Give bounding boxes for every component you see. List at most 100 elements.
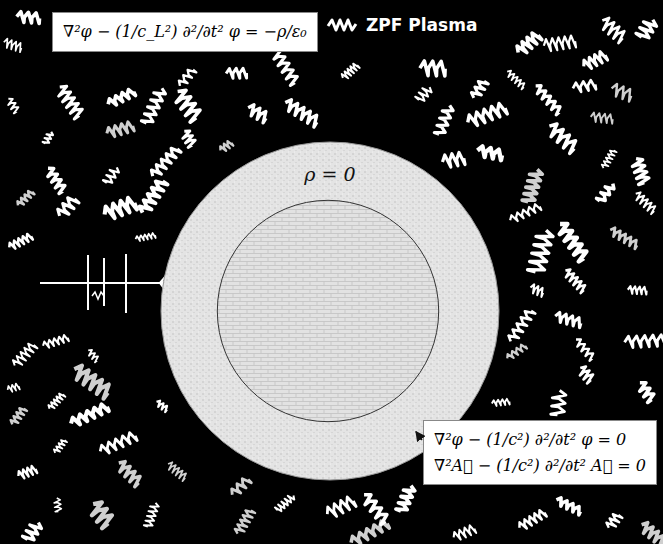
zpf-squiggle: [106, 88, 135, 109]
zpf-squiggle: [87, 499, 115, 528]
plasma-icon: [328, 20, 356, 30]
inner-core: [217, 200, 438, 421]
zpf-squiggle: [70, 363, 112, 399]
zpf-squiggle: [282, 98, 320, 127]
zpf-squiggle: [54, 83, 84, 119]
zpf-squiggle: [505, 343, 527, 361]
zpf-squiggles: [2, 11, 663, 544]
zpf-squiggle: [98, 431, 137, 456]
zpf-squiggle: [16, 189, 35, 207]
zpf-squiggle: [507, 308, 536, 344]
zpf-squiggle: [5, 97, 19, 114]
zpf-squiggle: [576, 365, 594, 384]
zpf-squiggle: [505, 69, 526, 89]
zpf-squiggle: [144, 502, 160, 528]
zpf-squiggle: [44, 166, 67, 194]
wave-equation: ∇²A⃗ − (1/c²) ∂²/∂t² A⃗ = 0: [434, 453, 646, 479]
zpf-squiggle: [8, 233, 33, 251]
zpf-squiggle: [149, 145, 181, 179]
zpf-squiggle: [573, 337, 595, 361]
zpf-squiggle: [270, 47, 300, 86]
zpf-squiggle: [86, 348, 100, 362]
zpf-squiggle: [533, 83, 563, 115]
zpf-squiggle: [605, 512, 622, 531]
zpf-squiggle: [180, 129, 197, 148]
zpf-squiggle: [543, 35, 576, 53]
zpf-squiggle: [16, 11, 40, 23]
zpf-squiggle: [608, 226, 639, 249]
zpf-squiggle: [218, 140, 233, 153]
zpf-squiggle: [9, 406, 27, 426]
zpf-squiggle: [22, 519, 43, 542]
zpf-squiggle: [517, 509, 547, 532]
vacuum-equation-box: ∇²φ − (1/c²) ∂²/∂t² φ = 0∇²A⃗ − (1/c²) ∂…: [423, 420, 657, 485]
zpf-squiggle: [434, 104, 454, 136]
zpf-squiggle: [555, 220, 589, 262]
zpf-squiggle: [527, 228, 554, 274]
zpf-squiggle: [529, 284, 545, 297]
zpf-squiggle: [165, 461, 187, 482]
zpf-squiggle: [54, 498, 62, 512]
zpf-squiggle: [43, 130, 54, 144]
wave-equation: ∇²φ − (1/c_L²) ∂²/∂t² φ = −ρ/ε₀: [63, 19, 307, 45]
zpf-squiggle: [581, 50, 608, 71]
zpf-squiggle: [2, 38, 22, 52]
region-title: ZPF Plasma: [366, 15, 477, 35]
source-equation-box: ∇²φ − (1/c_L²) ∂²/∂t² φ = −ρ/ε₀: [52, 12, 318, 52]
zpf-squiggle: [636, 380, 656, 403]
zpf-squiggle: [102, 196, 137, 221]
zpf-squiggle: [609, 83, 633, 102]
zpf-squiggle: [470, 79, 489, 101]
zpf-squiggle: [598, 16, 627, 43]
zpf-squiggle: [522, 168, 543, 204]
region-label: ρ = 0: [160, 163, 500, 185]
zpf-squiggle: [554, 311, 582, 328]
zpf-squiggle: [42, 334, 69, 350]
zpf-squiggle: [633, 190, 657, 214]
zpf-squiggle: [69, 403, 109, 428]
zpf-squiggle: [115, 459, 143, 487]
zpf-squiggle: [415, 84, 433, 103]
zpf-squiggle: [340, 62, 359, 81]
zpf-squiggle: [245, 103, 268, 123]
zpf-squiggle: [465, 102, 507, 128]
zpf-squiggle: [275, 493, 296, 513]
zpf-squiggle: [452, 524, 476, 542]
zpf-squiggle: [7, 383, 20, 393]
zpf-squiggle: [624, 335, 663, 348]
zpf-squiggle: [555, 496, 582, 514]
zpf-squiggle: [53, 438, 67, 454]
zpf-squiggle: [476, 146, 502, 161]
zpf-squiggle: [55, 195, 79, 220]
zpf-squiggle: [638, 521, 663, 544]
zpf-squiggle: [47, 392, 65, 411]
zpf-squiggle: [551, 390, 567, 416]
zpf-squiggle: [11, 341, 37, 369]
zpf-squiggle: [229, 476, 251, 498]
zpf-squiggle: [545, 121, 579, 153]
zpf-squiggle: [600, 149, 616, 170]
zpf-squiggle: [141, 86, 167, 125]
zpf-squiggle: [234, 508, 256, 536]
zpf-squiggle: [135, 232, 156, 242]
zpf-squiggle: [636, 16, 658, 41]
zpf-squiggle: [562, 268, 587, 294]
zpf-squiggle: [420, 61, 446, 77]
zpf-squiggle: [105, 121, 134, 139]
zpf-squiggle: [396, 484, 416, 513]
zpf-squiggle: [360, 491, 390, 525]
zpf-squiggle: [441, 152, 465, 169]
zpf-squiggle: [177, 67, 197, 88]
zpf-squiggle: [155, 399, 169, 412]
wave-equation: ∇²φ − (1/c²) ∂²/∂t² φ = 0: [434, 427, 646, 453]
zpf-squiggle: [628, 286, 647, 295]
zpf-squiggle: [508, 203, 541, 224]
zpf-squiggle: [138, 178, 168, 216]
zpf-squiggle: [171, 87, 202, 122]
zpf-squiggle: [17, 465, 38, 480]
zpf-squiggle: [572, 80, 596, 93]
zpf-squiggle: [631, 157, 650, 185]
zpf-squiggle: [514, 31, 542, 57]
zpf-squiggle: [226, 68, 247, 78]
